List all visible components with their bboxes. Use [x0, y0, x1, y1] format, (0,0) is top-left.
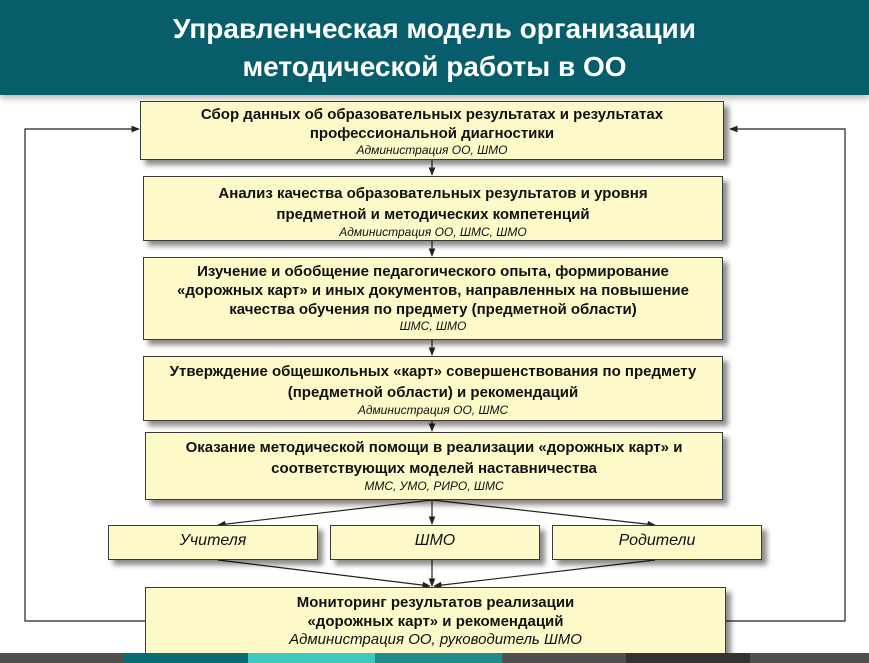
step-actors: Администрация ОО, руководитель ШМО [289, 631, 582, 648]
recipient-teachers: Учителя [108, 525, 318, 560]
footer-stripe-6 [626, 653, 750, 663]
step-approval: Утверждение общешкольных «карт» совершен… [143, 356, 723, 421]
footer-stripe-5 [502, 653, 626, 663]
step-methodical-support: Оказание методической помощи в реализаци… [145, 432, 723, 500]
step-data-collection: Сбор данных об образовательных результат… [140, 101, 724, 160]
step-title: Изучение и обобщение педагогического опы… [177, 263, 689, 318]
step-title: Сбор данных об образовательных результат… [200, 106, 664, 142]
feedback-loop-left [24, 125, 145, 622]
step-actors: ШМС, ШМО [399, 319, 467, 333]
arrow-step5-to-teachers [217, 499, 433, 528]
arrow-teachers-to-monitoring [217, 559, 431, 589]
step-quality-analysis: Анализ качества образовательных результа… [143, 176, 723, 241]
arrow-parents-to-monitoring [433, 559, 656, 589]
step-actors: Администрация ОО, ШМС [357, 403, 509, 417]
footer-stripe-1 [0, 653, 124, 663]
step-title: Мониторинг результатов реализации «дорож… [296, 594, 575, 630]
step-title: Анализ качества образовательных результа… [218, 185, 648, 223]
step-monitoring: Мониторинг результатов реализации «дорож… [145, 587, 726, 655]
footer-stripe-3 [248, 653, 375, 663]
slide-title: Управленческая модель организации методи… [173, 13, 696, 82]
footer-stripe-4 [375, 653, 502, 663]
footer-stripe-2 [124, 653, 248, 663]
recipient-parents: Родители [552, 525, 762, 560]
step-actors: ММС, УМО, РИРО, ШМС [364, 479, 504, 493]
feedback-loop-right [726, 125, 846, 622]
arrow-step5-to-parents [431, 499, 656, 528]
step-actors: Администрация ОО, ШМО [356, 143, 508, 157]
step-actors: Администрация ОО, ШМС, ШМО [339, 225, 527, 239]
recipient-shmo: ШМО [330, 525, 540, 560]
step-title: Утверждение общешкольных «карт» совершен… [169, 363, 697, 401]
title-banner: Управленческая модель организации методи… [0, 0, 869, 95]
footer-stripe-7 [750, 653, 869, 663]
step-title: Оказание методической помощи в реализаци… [185, 439, 683, 477]
step-experience-study: Изучение и обобщение педагогического опы… [143, 257, 723, 340]
